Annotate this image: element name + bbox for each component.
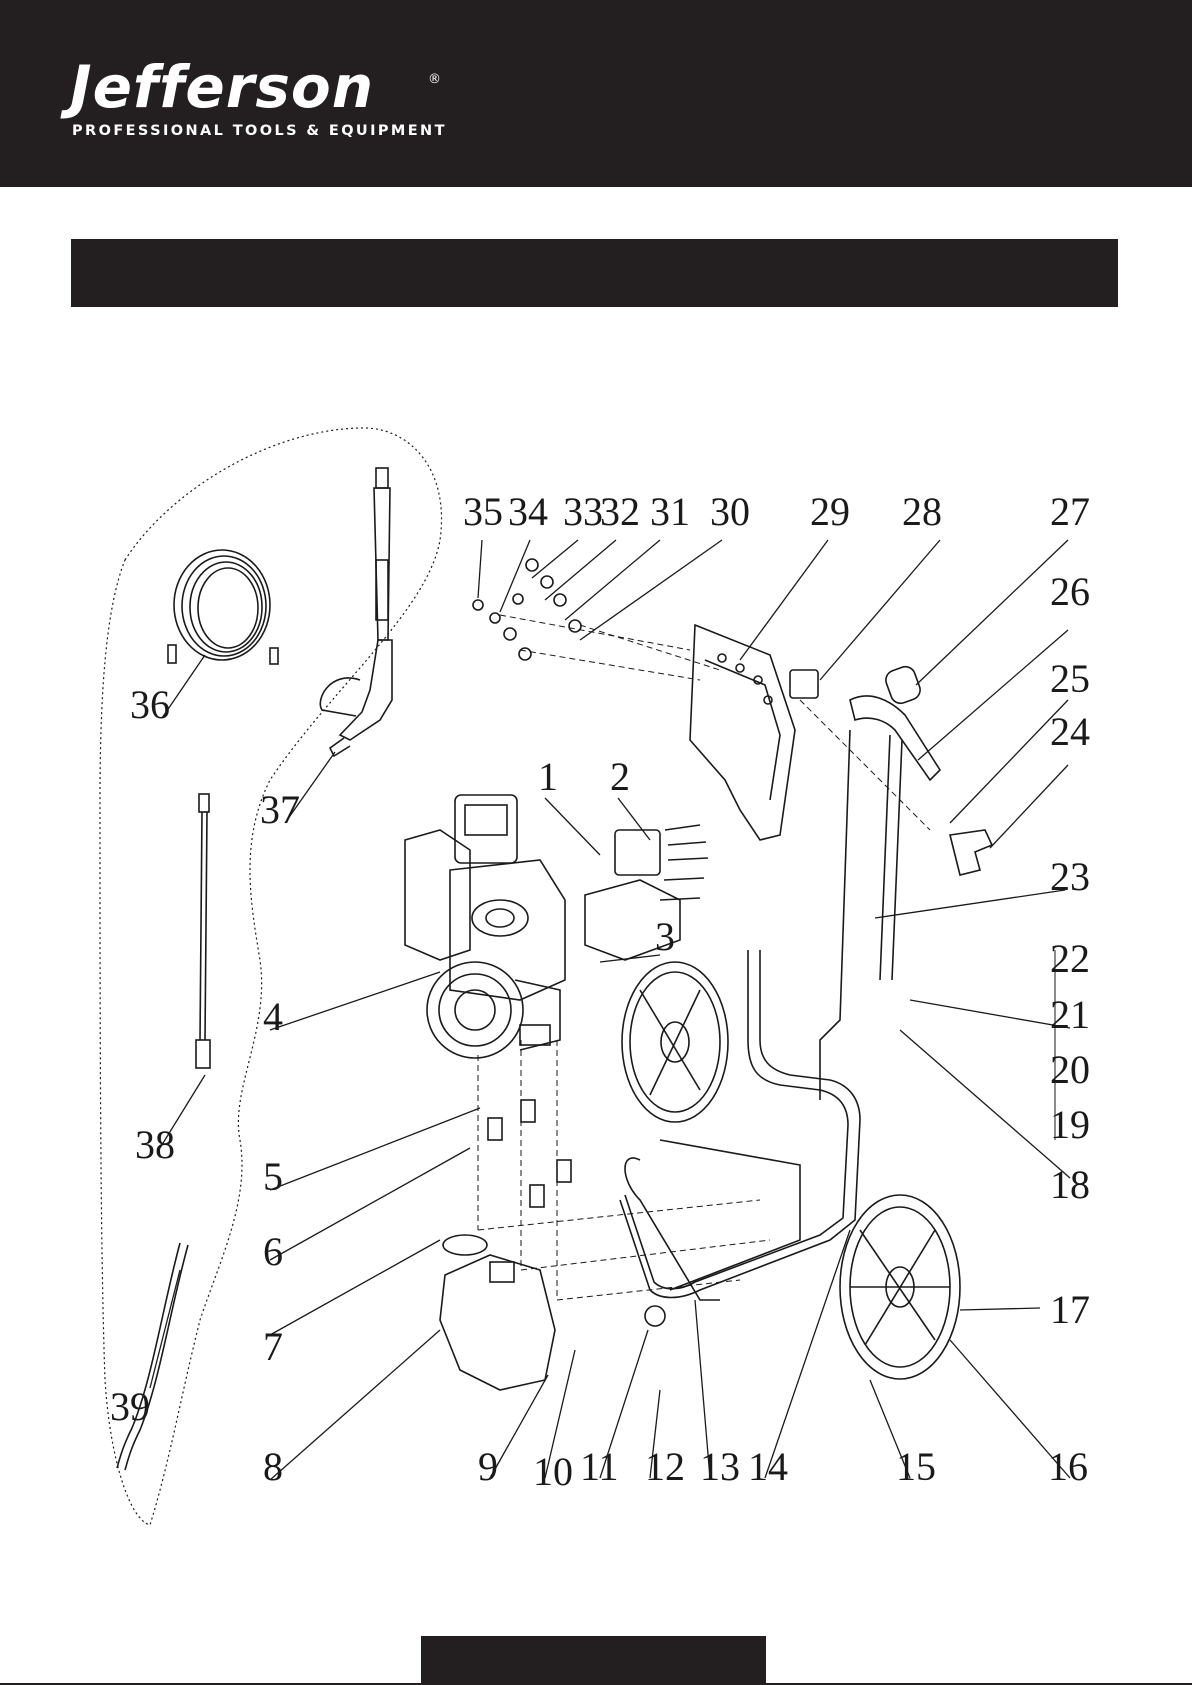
callout-26: 26 [1050, 569, 1090, 614]
callout-14: 14 [748, 1444, 788, 1489]
callout-21: 21 [1050, 992, 1090, 1037]
callout-30: 30 [710, 489, 750, 534]
callout-25: 25 [1050, 656, 1090, 701]
callout-19: 19 [1050, 1102, 1090, 1147]
engine-drawing [405, 795, 565, 1058]
callout-33: 33 [563, 489, 603, 534]
callout-8: 8 [263, 1444, 283, 1489]
callout-28: 28 [902, 489, 942, 534]
callout-31: 31 [650, 489, 690, 534]
right-wheel-drawing [840, 1195, 960, 1379]
callout-6: 6 [263, 1229, 283, 1274]
callout-4: 4 [263, 994, 283, 1039]
callout-20: 20 [1050, 1047, 1090, 1092]
callout-39: 39 [110, 1384, 150, 1429]
footer-page-box [421, 1636, 766, 1685]
callout-labels: 1 2 3 4 5 6 7 8 9 10 11 12 13 14 15 16 1… [110, 489, 1090, 1494]
callout-10: 10 [533, 1449, 573, 1494]
callout-34: 34 [508, 489, 548, 534]
callout-15: 15 [896, 1444, 936, 1489]
callout-32: 32 [600, 489, 640, 534]
callout-9: 9 [478, 1444, 498, 1489]
lock-lever-drawing [950, 830, 992, 875]
callout-2: 2 [610, 754, 630, 799]
callout-23: 23 [1050, 854, 1090, 899]
callout-18: 18 [1050, 1162, 1090, 1207]
callout-22: 22 [1050, 936, 1090, 981]
spray-gun-drawing [320, 468, 392, 756]
callout-17: 17 [1050, 1287, 1090, 1332]
callout-37: 37 [260, 787, 300, 832]
callout-13: 13 [700, 1444, 740, 1489]
callout-11: 11 [580, 1444, 619, 1489]
callout-27: 27 [1050, 489, 1090, 534]
pump-drawing [585, 825, 708, 960]
leader-lines [150, 540, 1070, 1480]
callout-24: 24 [1050, 709, 1090, 754]
callout-1: 1 [538, 754, 558, 799]
hose-coil-drawing [168, 550, 278, 664]
fuel-tank-drawing [440, 1235, 555, 1390]
callout-16: 16 [1048, 1444, 1088, 1489]
callout-38: 38 [135, 1122, 175, 1167]
callout-5: 5 [263, 1154, 283, 1199]
left-wheel-drawing [622, 962, 728, 1122]
hose-clip-drawing [790, 670, 818, 698]
callout-35: 35 [463, 489, 503, 534]
lance-drawing [196, 794, 210, 1068]
callout-36: 36 [130, 682, 170, 727]
callout-29: 29 [810, 489, 850, 534]
callout-7: 7 [263, 1324, 283, 1369]
callout-3: 3 [655, 914, 675, 959]
callout-12: 12 [645, 1444, 685, 1489]
short-hose-drawing [125, 1245, 188, 1470]
